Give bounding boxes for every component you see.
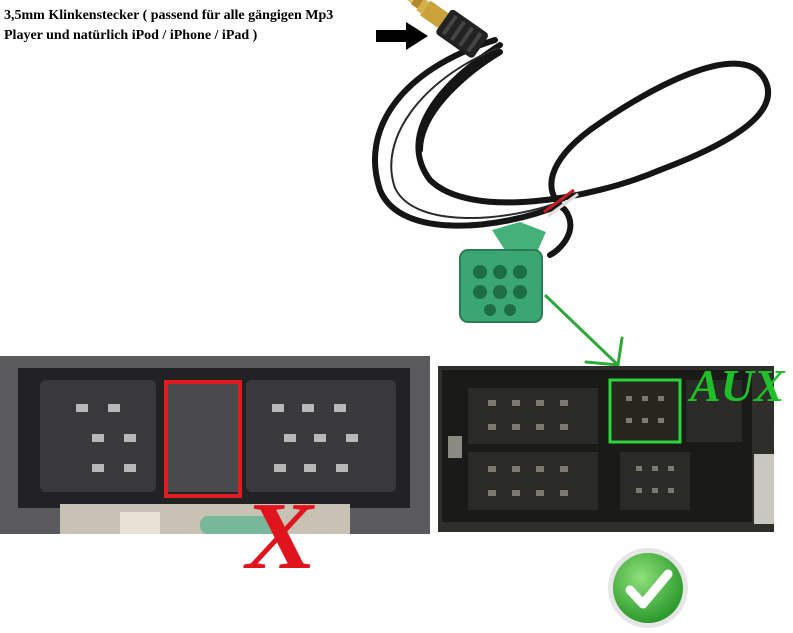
head-unit-socket-wrong-photo [0,356,430,534]
head-unit-socket-aux-photo [438,366,774,532]
arrow-right-icon [376,22,428,50]
aux-cable-image [372,0,772,367]
aux-label: AUX [690,360,785,411]
check-circle-icon [608,548,688,628]
mini-iso-connector [459,222,546,323]
caption: 3,5mm Klinkenstecker ( passend für alle … [4,6,384,46]
caption-line-2: Player und natürlich iPod / iPhone / iPa… [4,28,258,43]
wrong-mark: X [238,482,323,589]
caption-line-1: 3,5mm Klinkenstecker ( passend für alle … [4,8,334,23]
